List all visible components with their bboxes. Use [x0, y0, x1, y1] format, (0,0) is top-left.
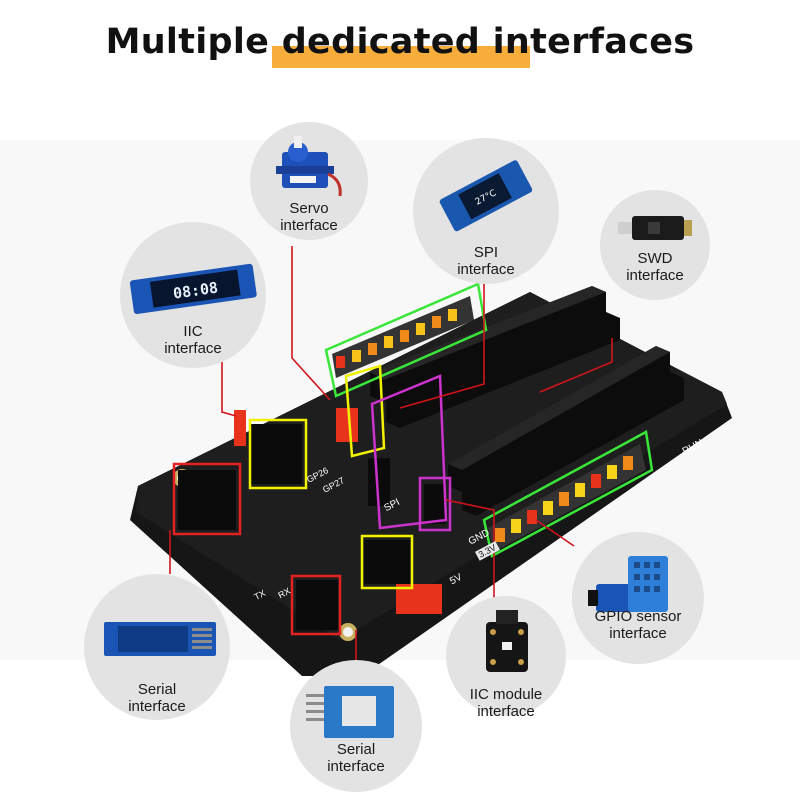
iic-module-pins [368, 458, 390, 506]
serial-module-icon [104, 622, 216, 656]
serial-bottom-label-line2: interface [327, 758, 385, 775]
iic-bubble: 08:08 [120, 222, 266, 368]
servo-label: Servo interface [250, 200, 368, 234]
female-header-right [448, 346, 684, 516]
servo-bubble [250, 122, 368, 240]
gp-small-pins [424, 484, 446, 524]
iic-module-icon [486, 610, 528, 672]
title-accent-bar [272, 46, 530, 68]
swd-label: SWD interface [600, 250, 710, 284]
iic-label-line1: IIC [183, 323, 203, 340]
female-header-left [370, 286, 620, 428]
servo-label-line1: Servo [289, 200, 329, 217]
serial-bottom-label: Serial interface [290, 741, 422, 775]
gp-pin-block [364, 540, 410, 584]
serial-left-label-line2: interface [128, 698, 186, 715]
swd-debugger-icon [618, 216, 692, 240]
iic-module-bubble [446, 596, 566, 716]
gpio-bubble [572, 532, 704, 664]
iic-module-label: IIC module interface [446, 686, 566, 720]
gpio-label-line2: interface [609, 625, 667, 642]
iic-label: IIC interface [120, 323, 266, 357]
swd-label-line2: interface [626, 267, 684, 284]
spi-display-icon: 27°C [439, 160, 533, 232]
iic-red-pins [234, 410, 246, 446]
interface-highlights [172, 282, 654, 636]
top-pin-row [332, 288, 474, 378]
gpio-label: GPIO sensor interface [572, 608, 704, 642]
serial-left-label-line1: Serial [137, 681, 177, 698]
title-container: Multiple dedicated interfaces [0, 22, 800, 62]
serial-left-bubble [84, 574, 230, 720]
spi-bubble: 27°C [413, 138, 559, 284]
page-title: Multiple dedicated interfaces [105, 22, 695, 62]
dht11-sensor-icon [588, 556, 668, 612]
spi-label-line1: SPI [473, 244, 499, 261]
gpio-label-line1: GPIO sensor [594, 608, 682, 625]
iic-module-label-line2: interface [477, 703, 535, 720]
iic-label-line2: interface [164, 340, 222, 357]
serial-pin-block [296, 580, 338, 630]
servo-label-line2: interface [280, 217, 338, 234]
servo-pins [336, 408, 358, 442]
spi-label: SPI interface [413, 244, 559, 278]
swd-label-line1: SWD [637, 250, 673, 267]
callout-lines [169, 246, 613, 680]
servo-motor-icon [276, 136, 342, 197]
swd-bubble [600, 190, 710, 300]
oled-display-icon: 08:08 [129, 263, 257, 314]
iic-socket-block [250, 424, 302, 484]
iic-module-label-line1: IIC module [469, 686, 543, 703]
serial-bottom-bubble [290, 660, 422, 792]
gpio-pin-row [488, 428, 646, 552]
serial-socket-block [178, 470, 236, 530]
bluetooth-module-icon [306, 686, 394, 738]
serial-bottom-label-line1: Serial [336, 741, 376, 758]
spi-label-line2: interface [457, 261, 515, 278]
serial-left-label: Serial interface [84, 681, 230, 715]
